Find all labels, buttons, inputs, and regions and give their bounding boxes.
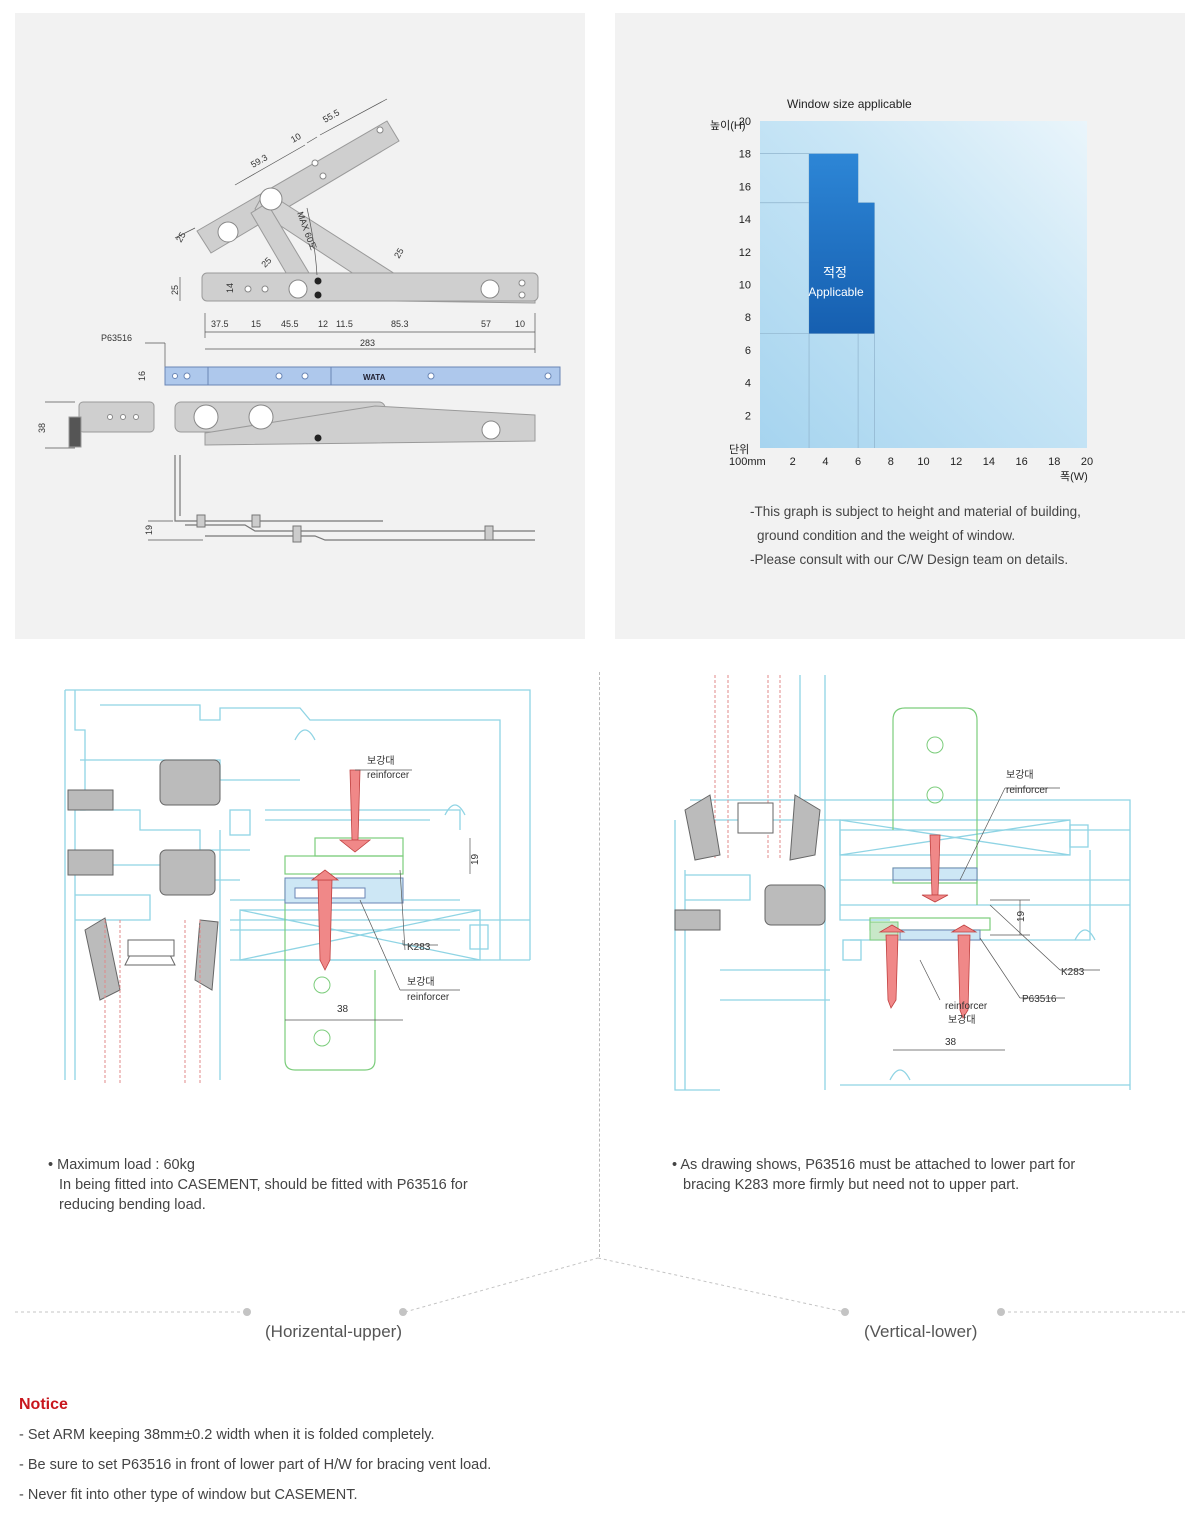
window-size-panel: Window size applicable 적정 Applicable 높이(… (615, 13, 1185, 639)
y-tick-label: 20 (739, 116, 751, 128)
graph-note-2: ground condition and the weight of windo… (757, 528, 1016, 543)
right-dim-19: 19 (1016, 910, 1027, 922)
y-tick-label: 4 (745, 378, 751, 390)
applicable-region (809, 153, 875, 334)
left-note: • Maximum load : 60kg In being fitted in… (48, 1155, 468, 1215)
left-reinforcer-kr-1: 보강대 (367, 755, 395, 767)
notice-item-1: - Set ARM keeping 38mm±0.2 width when it… (19, 1427, 435, 1443)
right-reinforcer-kr-1: 보강대 (1006, 769, 1034, 781)
notice-item-3: - Never fit into other type of window bu… (19, 1487, 358, 1503)
dim-25-b: 25 (259, 255, 273, 269)
y-tick-label: 18 (739, 149, 751, 161)
bullet-icon: • (48, 1157, 58, 1173)
graph-note-1: -This graph is subject to height and mat… (750, 504, 1081, 519)
notice-title: Notice (19, 1396, 68, 1413)
y-tick-label: 12 (739, 247, 751, 259)
caption-connector-lines (15, 1257, 1185, 1316)
x-tick-label: 4 (822, 456, 828, 468)
y-tick-label: 2 (745, 410, 751, 422)
dim-283: 283 (360, 338, 375, 348)
right-dim-38: 38 (945, 1037, 957, 1048)
dim-45-5: 45.5 (281, 319, 299, 329)
brand-wata: WATA (363, 373, 386, 382)
hardware-drawing: 55.5 10 59.3 MAX 60도 25 25 25 25 14 37.5… (37, 98, 561, 543)
center-divider (599, 672, 600, 1257)
left-note-line2: In being fitted into CASEMENT, should be… (59, 1177, 468, 1193)
x-tick-label: 6 (855, 456, 861, 468)
left-reinforcer-kr-2: 보강대 (407, 976, 435, 988)
right-reinforcer-en-1: reinforcer (1006, 785, 1049, 796)
part-label-p63516: P63516 (101, 333, 132, 343)
dim-55-5: 55.5 (321, 107, 341, 124)
dim-11-5: 11.5 (336, 319, 353, 329)
x-tick-label: 20 (1081, 456, 1093, 468)
horizontal-upper-section: 보강대 reinforcer 19 K283 보강대 reinforcer 38 (64, 689, 531, 1085)
left-reinforcer-en-1: reinforcer (367, 770, 410, 781)
x-tick-label: 8 (888, 456, 894, 468)
caption-vertical-lower: (Vertical-lower) (864, 1322, 978, 1341)
right-reinforcer-en-2: reinforcer (945, 1001, 988, 1012)
vertical-lower-section: 보강대 reinforcer 19 K283 P63516 reinforcer… (674, 675, 1131, 1091)
dim-57: 57 (481, 319, 491, 329)
dim-25-c: 25 (392, 246, 406, 260)
right-note-line1: As drawing shows, P63516 must be attache… (680, 1157, 1076, 1173)
dim-37-5: 37.5 (211, 319, 229, 329)
dim-25-a: 25 (174, 230, 188, 244)
left-reinforcer-en-2: reinforcer (407, 992, 450, 1003)
x-tick-label: 2 (790, 456, 796, 468)
dim-25-d: 25 (170, 285, 180, 295)
x-tick-label: 10 (917, 456, 929, 468)
y-tick-label: 16 (739, 181, 751, 193)
y-axis-label: 높이(H) (710, 119, 746, 132)
region-label-kr: 적정 (823, 265, 847, 280)
hardware-drawing-panel: 55.5 10 59.3 MAX 60도 25 25 25 25 14 37.5… (15, 13, 585, 639)
x-tick-label: 16 (1015, 456, 1027, 468)
left-part-k283: K283 (407, 942, 431, 953)
x-axis-label: 폭(W) (1060, 470, 1088, 483)
unit-label: 단위 (729, 443, 749, 456)
y-tick-label: 14 (739, 214, 751, 226)
dim-15: 15 (251, 319, 261, 329)
y-tick-label: 6 (745, 345, 751, 357)
x-tick-label: 18 (1048, 456, 1060, 468)
x-tick-label: 12 (950, 456, 962, 468)
dim-38: 38 (37, 423, 47, 433)
left-note-line1: Maximum load : 60kg (57, 1157, 195, 1173)
right-part-p63516: P63516 (1022, 994, 1057, 1005)
right-reinforcer-kr-2: 보강대 (948, 1014, 976, 1026)
right-part-k283: K283 (1061, 967, 1085, 978)
left-dim-38: 38 (337, 1004, 349, 1015)
right-note-line2: bracing K283 more firmly but need not to… (683, 1177, 1020, 1193)
dim-10: 10 (289, 131, 303, 145)
dim-16: 16 (137, 371, 147, 381)
window-size-chart: Window size applicable 적정 Applicable 높이(… (710, 97, 1093, 483)
dim-19: 19 (144, 525, 154, 535)
dim-85-3: 85.3 (391, 319, 409, 329)
graph-note-3: -Please consult with our C/W Design team… (750, 552, 1069, 567)
y-tick-label: 10 (739, 280, 751, 292)
left-dim-19: 19 (470, 853, 481, 865)
notice-item-2: - Be sure to set P63516 in front of lowe… (19, 1457, 492, 1473)
caption-horizontal-upper: (Horizental-upper) (265, 1322, 402, 1341)
region-label-en: Applicable (808, 285, 864, 299)
x-tick-label: 14 (983, 456, 995, 468)
dim-10-b: 10 (515, 319, 525, 329)
unit-value: 100mm (729, 456, 766, 468)
graph-notes: -This graph is subject to height and mat… (750, 500, 1081, 572)
dim-14: 14 (225, 283, 235, 293)
right-note: • As drawing shows, P63516 must be attac… (672, 1155, 1075, 1195)
bullet-icon: • (672, 1157, 681, 1173)
chart-title: Window size applicable (787, 97, 912, 111)
dim-12: 12 (318, 319, 328, 329)
left-note-line3: reducing bending load. (59, 1197, 206, 1213)
y-tick-label: 8 (745, 312, 751, 324)
